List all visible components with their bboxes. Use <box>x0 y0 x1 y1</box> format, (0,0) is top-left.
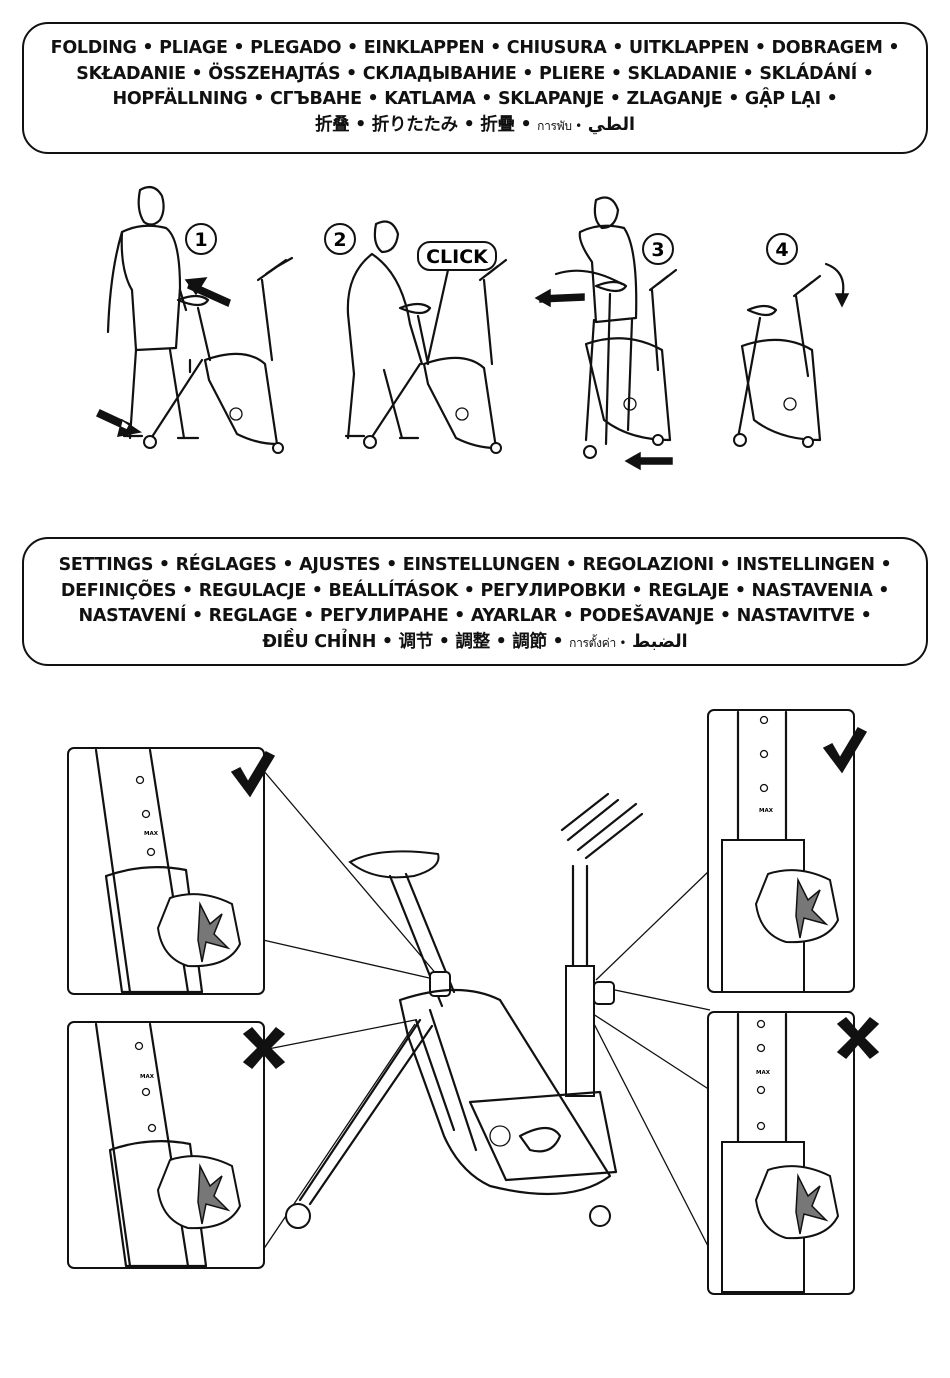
settings-banner: SETTINGS • RÉGLAGES • AJUSTES • EINSTELL… <box>22 537 928 666</box>
step-2-figure: 2 CLICK <box>324 220 508 454</box>
folding-title-line-4: 折叠 • 折りたたみ • 折疊 • การพับ • الطي <box>24 113 926 140</box>
brand-logo-icon <box>795 1173 829 1235</box>
settings-title-main: ĐIỀU CHỈNH • 调节 • 調整 • 調節 • <box>262 631 564 652</box>
settings-title-line-1: SETTINGS • RÉGLAGES • AJUSTES • EINSTELL… <box>58 555 892 575</box>
settings-illustration: MAX MAX MAX MAX <box>67 709 880 1295</box>
cross-mark-icon <box>242 1026 286 1070</box>
max-mark-label: MAX <box>140 1074 155 1080</box>
settings-title-line-3: NASTAVENÍ • REGLAGE • РЕГУЛИРАНЕ • AYARL… <box>78 606 872 626</box>
step-2-badge <box>324 223 356 255</box>
max-mark-label: MAX <box>756 1070 771 1076</box>
settings-title-line-2: DEFINIÇÕES • REGULACJE • BEÁLLÍTÁSOK • Р… <box>60 580 890 601</box>
folding-title-thai: การพับ • <box>537 118 582 133</box>
handlebar-knob <box>593 981 615 1005</box>
settings-title-arabic: الضبط <box>631 631 688 652</box>
detail-panel-frame <box>67 1021 265 1269</box>
detail-panel-top-right: MAX <box>707 709 868 993</box>
step-2-number: 2 <box>333 229 346 251</box>
folding-title-line-3: HOPFÄLLNING • СГЪВАНЕ • KATLAMA • SKLAPA… <box>112 89 838 109</box>
check-mark-icon <box>230 751 276 798</box>
folding-title-line-2: SKŁADANIE • ÖSSZEHAJTÁS • СКЛАДЫВАНИЕ • … <box>76 63 874 84</box>
folding-banner: FOLDING • PLIAGE • PLEGADO • EINKLAPPEN … <box>22 22 928 154</box>
click-callout-label: CLICK <box>426 246 489 268</box>
step-3-badge <box>642 233 674 265</box>
step-3-number: 3 <box>651 239 664 261</box>
settings-title-line-4: ĐIỀU CHỈNH • 调节 • 調整 • 調節 • การตั้งค่า •… <box>24 630 926 657</box>
rear-wheel <box>589 1205 611 1227</box>
step-1-number: 1 <box>194 229 207 251</box>
step-4-number: 4 <box>775 239 788 261</box>
settings-title-thai: การตั้งค่า • <box>569 635 627 650</box>
brand-logo-icon <box>197 1163 231 1225</box>
bike-seat <box>348 850 440 879</box>
check-mark-icon <box>822 727 868 774</box>
cross-mark-icon <box>836 1016 880 1060</box>
folding-title-arabic: الطي <box>587 114 636 135</box>
step-4-badge <box>766 233 798 265</box>
detail-panel-frame <box>67 747 265 995</box>
folding-title-cjk: 折叠 • 折りたたみ • 折疊 • <box>314 114 532 135</box>
step-3-figure: 3 <box>534 196 678 471</box>
exercise-bike <box>285 792 644 1229</box>
detail-panel-top-left: MAX <box>67 747 276 995</box>
step-1-badge <box>185 223 217 255</box>
brand-logo-icon <box>197 901 231 963</box>
detail-panel-bottom-right: MAX <box>707 1011 880 1295</box>
folding-title-line-1: FOLDING • PLIAGE • PLEGADO • EINKLAPPEN … <box>50 38 900 58</box>
folding-steps-illustration: 1 2 CLICK 3 <box>95 185 850 471</box>
click-callout <box>417 241 497 271</box>
step-4-figure: 4 <box>733 233 850 448</box>
brand-logo-icon <box>795 877 829 939</box>
step-1-figure: 1 <box>95 185 294 454</box>
max-mark-label: MAX <box>144 831 159 837</box>
detail-panel-bottom-left: MAX <box>67 1021 286 1269</box>
max-mark-label: MAX <box>759 808 774 814</box>
front-foot-cap <box>285 1203 311 1229</box>
